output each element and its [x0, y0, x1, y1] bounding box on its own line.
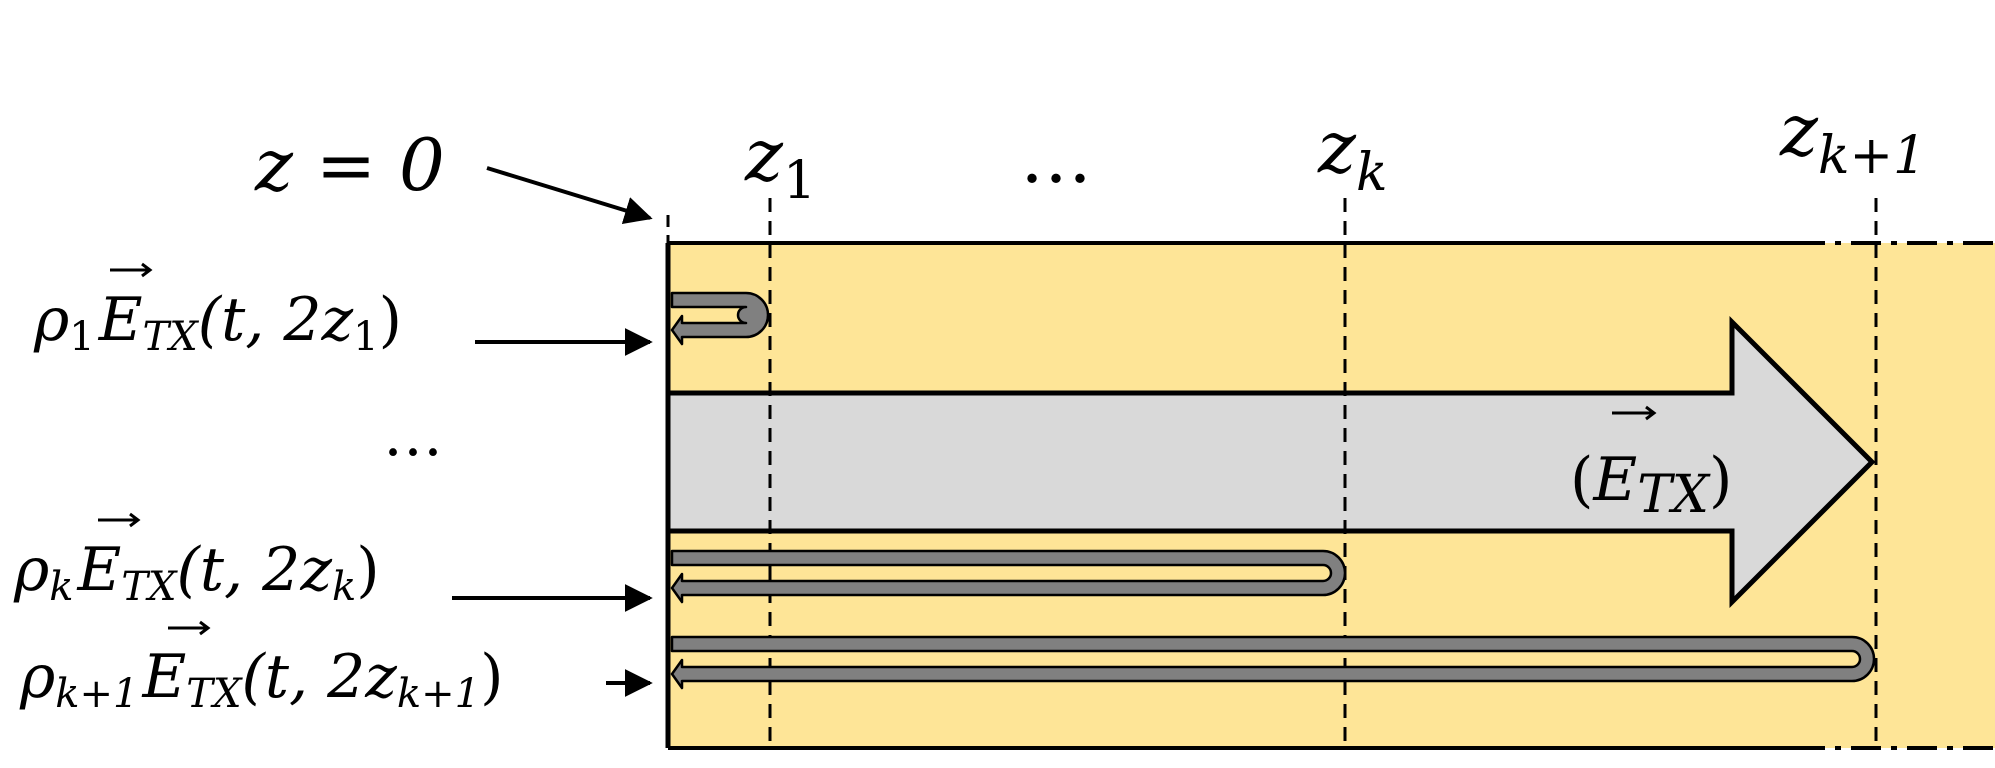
rk1-vector-arrow	[168, 620, 211, 636]
svg-text:ρk+1ETX(t, 2zk+1): ρk+1ETX(t, 2zk+1)	[19, 642, 504, 717]
z1-label: z1	[744, 113, 816, 211]
zk1-label: zk+1	[1779, 88, 1926, 186]
svg-text:(ETX): (ETX)	[1570, 445, 1732, 525]
zk-label: zk	[1317, 105, 1387, 203]
reflection-1-hairpin	[670, 291, 770, 346]
incident-vector-arrow	[1612, 405, 1657, 421]
svg-text:ρkETX(t, 2zk): ρkETX(t, 2zk)	[13, 535, 380, 610]
reflection-k1-hairpin	[670, 635, 1876, 690]
z0-pointer-arrow	[486, 166, 653, 224]
r1-label: ρ1ETX(t, 2z1)	[33, 262, 402, 360]
incident-arrow	[665, 315, 1876, 609]
incident-arrow-label: (ETX)	[1570, 405, 1732, 525]
z0-label: z = 0	[254, 123, 445, 207]
rk-vector-arrow	[98, 512, 141, 528]
rk-label: ρkETX(t, 2zk)	[13, 512, 380, 610]
left-ellipsis: …	[383, 400, 443, 470]
r1-vector-arrow	[110, 262, 153, 278]
rk1-label: ρk+1ETX(t, 2zk+1)	[19, 620, 504, 717]
top-ellipsis: …	[1020, 115, 1092, 199]
svg-text:ρ1ETX(t, 2z1): ρ1ETX(t, 2z1)	[33, 285, 402, 360]
reflection-k-hairpin	[670, 549, 1347, 604]
